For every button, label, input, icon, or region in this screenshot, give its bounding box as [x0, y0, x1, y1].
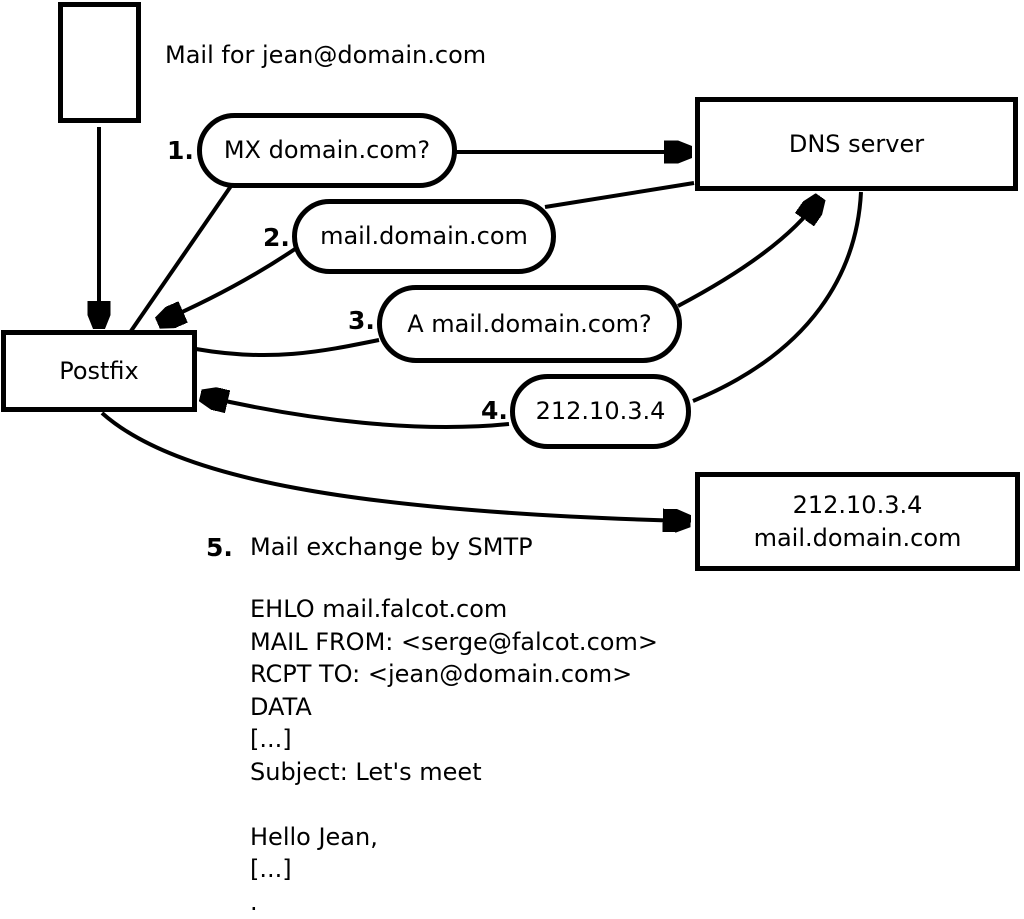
node-dns-server-label: DNS server — [788, 129, 925, 158]
step1-number: 1. — [167, 136, 194, 165]
step2-reply-label: mail.domain.com — [320, 222, 528, 251]
node-postfix: Postfix — [1, 330, 197, 412]
node-dns-server: DNS server — [695, 97, 1018, 191]
step5-label: Mail exchange by SMTP — [250, 533, 533, 561]
step1-query-pill: MX domain.com? — [197, 113, 457, 188]
smtp-session-transcript: EHLO mail.falcot.com MAIL FROM: <serge@f… — [250, 595, 658, 916]
line-dns-to-step2 — [544, 181, 695, 209]
node-postfix-label: Postfix — [59, 356, 139, 385]
line-postfix-to-step1 — [129, 184, 233, 333]
arrow-step4-to-postfix — [203, 396, 510, 429]
line-dns-to-step4 — [692, 191, 863, 403]
step3-query-pill: A mail.domain.com? — [377, 285, 682, 363]
arrow-postfix-to-mailserver — [100, 411, 688, 521]
node-mail-server: 212.10.3.4 mail.domain.com — [695, 472, 1020, 571]
mail-caption: Mail for jean@domain.com — [165, 41, 487, 69]
mail-message-icon — [58, 2, 141, 123]
step4-reply-label: 212.10.3.4 — [535, 397, 666, 426]
step1-query-label: MX domain.com? — [223, 136, 431, 165]
step5-number: 5. — [206, 533, 233, 562]
step3-query-label: A mail.domain.com? — [407, 309, 652, 338]
arrow-step3-to-dns — [677, 199, 819, 308]
step4-number: 4. — [481, 396, 508, 425]
arrow-step2-to-postfix — [160, 247, 297, 322]
step2-number: 2. — [263, 223, 290, 252]
node-mail-server-ip: 212.10.3.4 — [792, 491, 923, 520]
line-postfix-to-step3 — [195, 338, 380, 358]
node-mail-server-hostname: mail.domain.com — [753, 523, 962, 552]
step4-reply-pill: 212.10.3.4 — [510, 374, 691, 449]
step2-reply-pill: mail.domain.com — [292, 199, 556, 274]
step3-number: 3. — [348, 306, 375, 335]
